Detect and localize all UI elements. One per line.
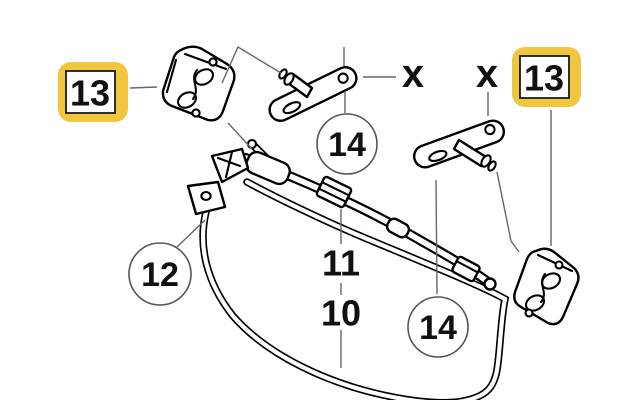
callout-14-top-label: 14 [328, 126, 366, 164]
frame-bracket-tab-drawing [186, 180, 227, 216]
callout-14-bottom[interactable]: 14 [407, 296, 469, 358]
callout-14-bottom-label: 14 [419, 309, 457, 347]
callout-11-label: 11 [322, 243, 360, 284]
pipe-left-bracket [210, 147, 250, 184]
pipe-hex-fitting [315, 175, 353, 209]
pipe-right-fitting [451, 255, 481, 283]
deletion-mark-right: x [476, 52, 498, 96]
callout-12[interactable]: 12 [128, 242, 192, 306]
pipe-coupler [245, 150, 291, 186]
deletion-mark-left: x [402, 52, 424, 96]
frame-loop-drawing [199, 178, 510, 400]
pipe-end-cap [483, 277, 497, 291]
pipe-sleeve [385, 217, 411, 239]
callout-12-label: 12 [141, 256, 179, 294]
callout-13-left[interactable]: 13 [58, 62, 128, 122]
callout-13-left-label: 13 [70, 73, 110, 114]
bracket-right-drawing [412, 119, 506, 172]
callout-13-right[interactable]: 13 [512, 47, 581, 107]
callout-13-right-label: 13 [524, 58, 564, 99]
leader-lines [129, 45, 552, 368]
callout-10-label: 10 [321, 293, 361, 334]
callout-14-top[interactable]: 14 [316, 113, 378, 175]
rubber-mount-left-drawing [161, 45, 236, 122]
rubber-mount-right-drawing [513, 247, 580, 326]
